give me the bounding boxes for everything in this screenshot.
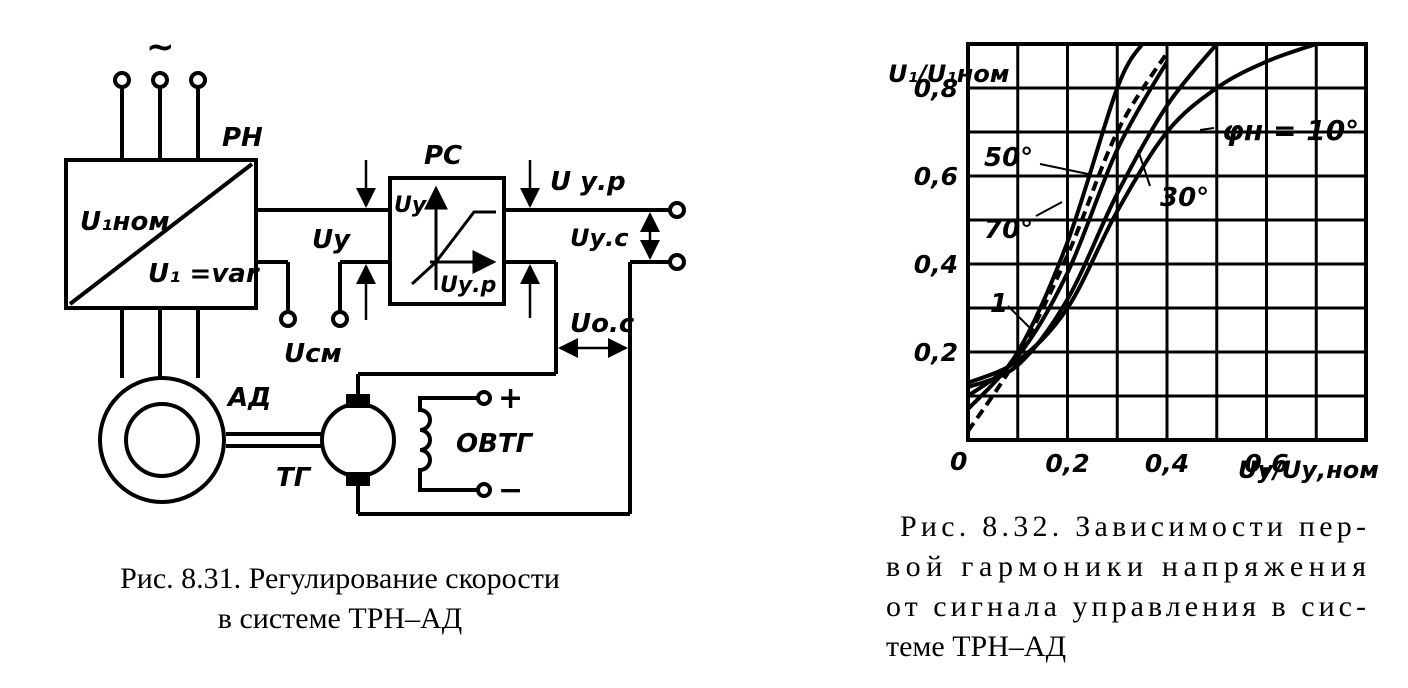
series-label-50: 50° (984, 143, 1033, 173)
uy-label: Uу (312, 225, 351, 255)
series-label-70: 70° (984, 215, 1033, 245)
caption-left-line1: Рис. 8.31. Регулирование скорости (120, 562, 560, 595)
ac-terminals (113, 71, 207, 160)
u1nom-label: U₁ном (80, 207, 170, 237)
tg-label: ТГ (276, 463, 312, 493)
x-tick-label: 0,2 (1045, 449, 1089, 478)
y-tick-label: 0,2 (914, 338, 958, 367)
ad-label: АД (226, 383, 271, 413)
u1var-label: U₁ =var (148, 259, 261, 289)
minus-label: − (498, 473, 523, 508)
series-label-1: 1 (990, 289, 1008, 319)
caption-right-line4: теме ТРН–АД (886, 630, 1066, 663)
ovtg-label: ОВТГ (456, 429, 534, 459)
series-label-30: 30° (1160, 183, 1209, 213)
circuit-diagram (64, 71, 686, 516)
caption-right-line1: Рис. 8.32. Зависимости пер- (900, 510, 1366, 543)
series-line-2 (968, 44, 1219, 390)
chart: 0,2 0,4 0,6 0,2 0,4 0,6 0,8 (914, 42, 1368, 478)
y-tick-label: 0,4 (914, 250, 958, 279)
y-tick-label: 0,8 (914, 74, 958, 103)
origin-label: 0 (950, 447, 967, 476)
block-uy-label: Uу (394, 193, 428, 218)
series-line-4 (968, 44, 1144, 411)
x-axis-title: Uу/Uу,ном (1238, 456, 1379, 484)
rn-label: РН (222, 123, 263, 153)
caption-right-line2: вой гармоники напряжения (886, 550, 1366, 583)
x-tick-label: 0,6 (1244, 449, 1288, 478)
y-axis-title: U₁/U₁ном (888, 60, 1009, 88)
x-tick-label: 0,4 (1145, 449, 1189, 478)
motor-ad (98, 376, 226, 504)
uoc-label: Uо.с (570, 309, 635, 339)
tachogenerator (320, 402, 396, 478)
caption-right-line3: от сигнала управления в сис- (886, 590, 1366, 623)
uyp-out-label: U у.р (550, 167, 626, 197)
series-line-1 (968, 44, 1317, 385)
plus-label: + (498, 381, 523, 416)
y-tick-label: 0,6 (914, 162, 958, 191)
uyc-label: Uу.с (570, 224, 628, 252)
block-uyp-label: Uу.р (440, 273, 496, 298)
ucm-label: Uсм (284, 339, 342, 369)
series-label-phi: φн = 10° (1222, 114, 1359, 147)
ovtg-winding (418, 390, 492, 498)
caption-left-line2: в системе ТРН–АД (218, 602, 462, 635)
rs-label: РС (424, 141, 462, 171)
rs-block (388, 176, 506, 306)
ac-symbol: ~ (146, 27, 175, 67)
label-leaders (1007, 127, 1215, 329)
